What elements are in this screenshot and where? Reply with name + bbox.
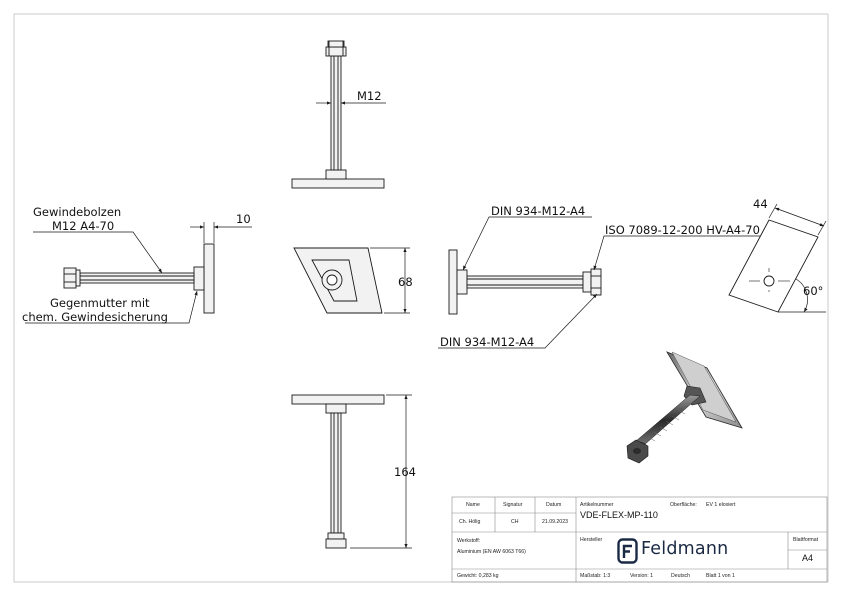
feldmann-logo-icon	[617, 538, 638, 564]
top-view	[291, 40, 385, 189]
right-view-nut	[456, 269, 468, 295]
angle-label: 60°	[803, 284, 823, 298]
feldmann-logo: Feldmann	[617, 537, 733, 565]
tb-date-header: Datum	[546, 502, 562, 508]
bottom-view-washer	[327, 532, 345, 540]
tb-material-label: Werkstoff:	[457, 538, 481, 544]
tb-scale: Maßstab: 1:3	[580, 573, 611, 579]
plate-width-dimension	[768, 203, 827, 236]
top-view-nut	[325, 169, 347, 180]
top-view-rod	[330, 55, 342, 171]
nut-bottom-label: DIN 934-M12-A4	[440, 335, 534, 349]
isometric-view	[626, 351, 743, 464]
bottom-view	[291, 394, 385, 549]
tb-weight: Gewicht: 0,283 kg	[457, 573, 499, 579]
right-view-rod	[466, 275, 584, 289]
tb-signature-header: Signatur	[503, 502, 523, 508]
left-view	[63, 243, 215, 314]
thread-size-label: M12	[357, 89, 382, 103]
tb-article-number: VDE-FLEX-MP-110	[580, 510, 658, 520]
bolt-label-line1: Gewindebolzen	[33, 205, 121, 219]
tb-name-header: Name	[466, 502, 480, 508]
tb-sheet: Blatt 1 von 1	[706, 573, 735, 579]
angle-dimension	[778, 278, 826, 313]
tb-version: Version: 1	[630, 573, 654, 579]
tb-manufacturer-label: Hersteller	[580, 537, 603, 543]
nut-top-label: DIN 934-M12-A4	[491, 204, 585, 218]
tb-sheet-format-label: Blattformat	[793, 537, 819, 543]
left-view-rod	[79, 272, 195, 284]
total-length-dimension	[350, 394, 412, 549]
front-view-bore	[326, 274, 338, 286]
left-view-nut	[193, 266, 205, 291]
tb-article-number-label: Artikelnummer	[580, 502, 614, 508]
bottom-view-rod	[330, 412, 342, 534]
total-length-label: 164	[394, 465, 416, 479]
iso-rod	[635, 394, 701, 447]
plate-width-label: 44	[753, 197, 768, 211]
right-view-outer-nut	[590, 268, 602, 296]
tb-name-value: Ch. Hölig	[459, 519, 481, 525]
tb-sheet-format: A4	[802, 553, 814, 563]
left-view-outer-nut	[63, 267, 77, 289]
top-view-washer	[327, 40, 345, 48]
feldmann-logo-text: Feldmann	[641, 539, 729, 559]
bottom-view-plate	[291, 394, 385, 405]
counter-nut-label-line2: chem. Gewindesicherung	[22, 310, 168, 324]
left-callout-lines	[25, 231, 198, 324]
top-view-plate	[291, 178, 385, 189]
tb-signature-value: CH	[511, 519, 519, 525]
bottom-view-nut	[325, 403, 347, 414]
right-view-plate	[448, 249, 458, 315]
counter-nut-label-line1: Gegenmutter mit	[50, 296, 150, 310]
thread-dimension: M12	[316, 89, 386, 103]
plate-height-label: 68	[398, 275, 413, 289]
sheet-frame	[13, 13, 829, 583]
right-view-washer	[582, 271, 592, 293]
front-view	[293, 247, 383, 314]
tb-material-value: Aluminium (EN AW 6063 T66)	[457, 549, 526, 555]
plate-thickness-dimension	[190, 222, 252, 243]
tb-date-value: 21.09.2023	[542, 519, 568, 525]
right-view	[448, 249, 602, 315]
plate-height-dimension	[370, 247, 410, 314]
plate-thickness-label: 10	[236, 212, 251, 226]
left-view-plate	[203, 243, 215, 314]
tb-language: Deutsch	[671, 573, 691, 579]
tb-surface-value: EV 1 eloxiert	[706, 502, 736, 508]
title-block-grid	[451, 496, 828, 583]
right-callout-lines	[438, 216, 768, 349]
rod-spec-label: ISO 7089-12-200 HV-A4-70	[605, 223, 760, 237]
bottom-view-outer-nut	[325, 538, 347, 549]
plate-detail-hole	[763, 275, 775, 287]
left-view-washer	[75, 269, 81, 287]
tb-surface-label: Oberfläche:	[670, 502, 697, 508]
bolt-label-line2: M12 A4-70	[52, 219, 114, 233]
